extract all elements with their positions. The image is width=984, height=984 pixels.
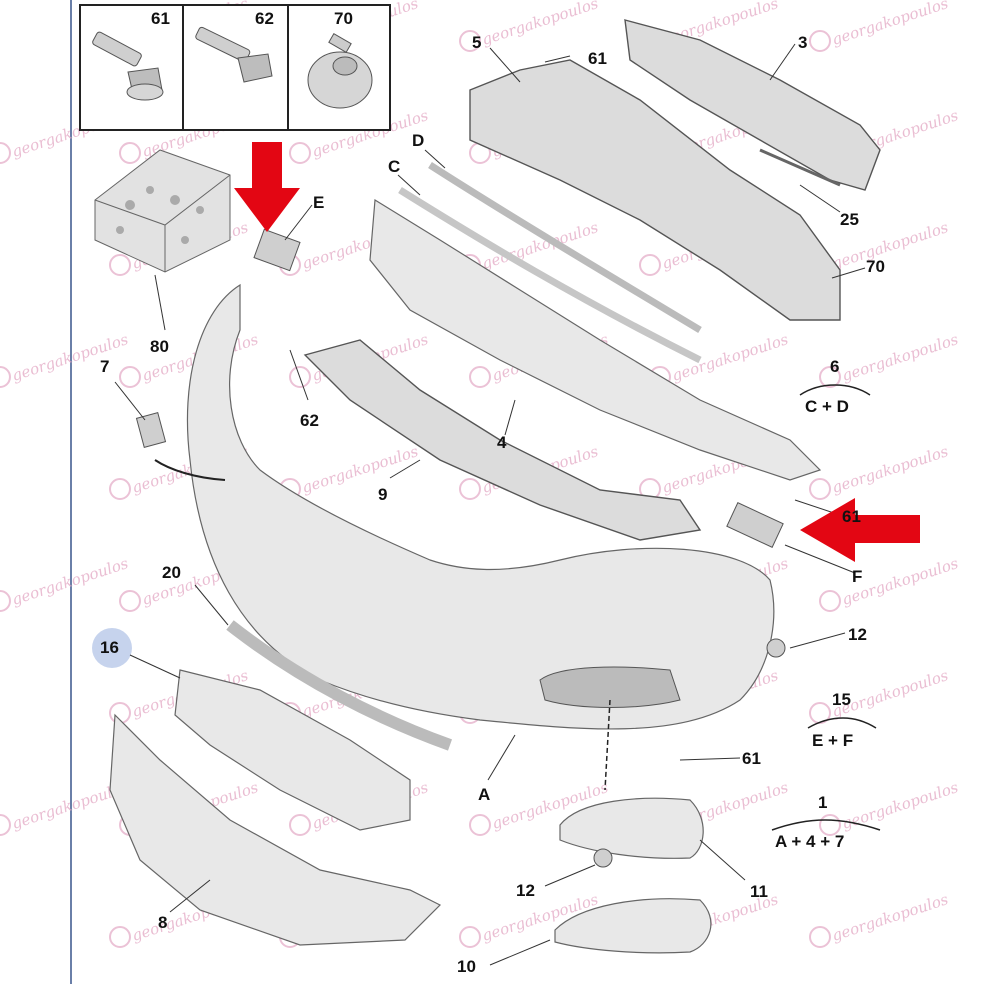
watermark-logo-icon xyxy=(809,478,831,500)
watermark-text: georgakopoulos xyxy=(840,778,961,833)
part-A-front-bumper xyxy=(186,283,775,730)
watermark-logo-icon xyxy=(819,366,841,388)
strip-C xyxy=(398,187,702,364)
watermark-logo-icon xyxy=(109,478,131,500)
part-16-center-grille xyxy=(174,669,411,831)
watermark-text: georgakopoulos xyxy=(840,330,961,385)
watermark-logo-icon xyxy=(459,478,481,500)
bracket-7 xyxy=(135,412,167,448)
washer-70-icon xyxy=(307,32,373,109)
bracket-E xyxy=(253,228,301,272)
fastener-label-61: 61 xyxy=(151,9,170,28)
watermark-text: georgakopoulos xyxy=(480,0,601,49)
label-15-formula: E + F xyxy=(812,731,853,750)
label-25: 25 xyxy=(840,210,859,229)
part-4-upper-grille xyxy=(369,198,822,481)
watermark-text: georgakopoulos xyxy=(830,0,951,49)
label-80: 80 xyxy=(150,337,169,356)
part-5-front-support xyxy=(469,59,841,321)
label-A: A xyxy=(478,785,490,804)
label-D: D xyxy=(412,131,424,150)
watermark-logo-icon xyxy=(109,254,131,276)
label-1: 1 xyxy=(818,793,827,812)
left-arrow-icon xyxy=(800,498,920,562)
watermark-logo-icon xyxy=(119,366,141,388)
watermark-logo-icon xyxy=(639,254,661,276)
watermark-logo-icon xyxy=(0,366,11,388)
label-16: 16 xyxy=(100,638,119,657)
bolt-61-icon xyxy=(92,31,164,101)
label-1-formula: A + 4 + 7 xyxy=(775,832,844,851)
watermark-logo-icon xyxy=(289,366,311,388)
label-70: 70 xyxy=(866,257,885,276)
bracket-F xyxy=(726,501,784,549)
label-12-right: 12 xyxy=(848,625,867,644)
label-5: 5 xyxy=(472,33,481,52)
watermark-text: georgakopoulos xyxy=(830,442,951,497)
label-12-low: 12 xyxy=(516,881,535,900)
watermark-logo-icon xyxy=(119,142,141,164)
cap-12 xyxy=(766,638,786,658)
watermark-logo-icon xyxy=(0,814,11,836)
part-10-fog-cover xyxy=(554,898,712,954)
part-9-reinforcement xyxy=(303,339,702,541)
label-10: 10 xyxy=(457,957,476,976)
fastener-label-62: 62 xyxy=(255,9,274,28)
watermark-logo-icon xyxy=(289,814,311,836)
down-arrow-icon xyxy=(234,142,300,232)
label-3: 3 xyxy=(798,33,807,52)
label-11: 11 xyxy=(750,882,768,901)
watermark-logo-icon xyxy=(809,926,831,948)
bolt-62-icon xyxy=(195,26,273,83)
clips-kit-80 xyxy=(94,149,231,273)
watermark-text: georgakopoulos xyxy=(300,442,421,497)
label-61-top: 61 xyxy=(588,49,607,68)
watermark-logo-icon xyxy=(289,142,311,164)
label-15: 15 xyxy=(832,690,851,709)
label-20: 20 xyxy=(162,563,181,582)
part-11-fog-cover xyxy=(559,797,704,859)
label-C: C xyxy=(388,157,400,176)
part-8-lower-grille xyxy=(109,713,442,946)
label-8: 8 xyxy=(158,913,167,932)
label-F: F xyxy=(852,567,862,586)
watermark-logo-icon xyxy=(819,590,841,612)
label-9: 9 xyxy=(378,485,387,504)
label-4: 4 xyxy=(497,433,507,452)
label-62: 62 xyxy=(300,411,319,430)
label-6: 6 xyxy=(830,357,839,376)
fastener-box: 61 62 70 xyxy=(79,4,391,131)
part-3-upper-absorber xyxy=(624,19,881,191)
cap-12-low xyxy=(593,848,613,868)
watermark-text: georgakopoulos xyxy=(830,890,951,945)
label-61-right: 61 xyxy=(842,507,861,526)
watermark-logo-icon xyxy=(459,926,481,948)
watermark-logo-icon xyxy=(0,142,11,164)
watermark-logo-icon xyxy=(469,366,491,388)
watermark-logo-icon xyxy=(109,926,131,948)
strip-20 xyxy=(226,620,453,751)
strip-D xyxy=(428,162,702,334)
label-61-low: 61 xyxy=(742,749,761,768)
watermark-logo-icon xyxy=(0,590,11,612)
fastener-label-70: 70 xyxy=(334,9,353,28)
watermark-logo-icon xyxy=(809,30,831,52)
label-6-formula: C + D xyxy=(805,397,849,416)
watermark-logo-icon xyxy=(459,30,481,52)
watermark-logo-icon xyxy=(819,814,841,836)
watermark-logo-icon xyxy=(119,590,141,612)
watermark-logo-icon xyxy=(469,814,491,836)
label-E: E xyxy=(313,193,324,212)
label-7: 7 xyxy=(100,357,109,376)
